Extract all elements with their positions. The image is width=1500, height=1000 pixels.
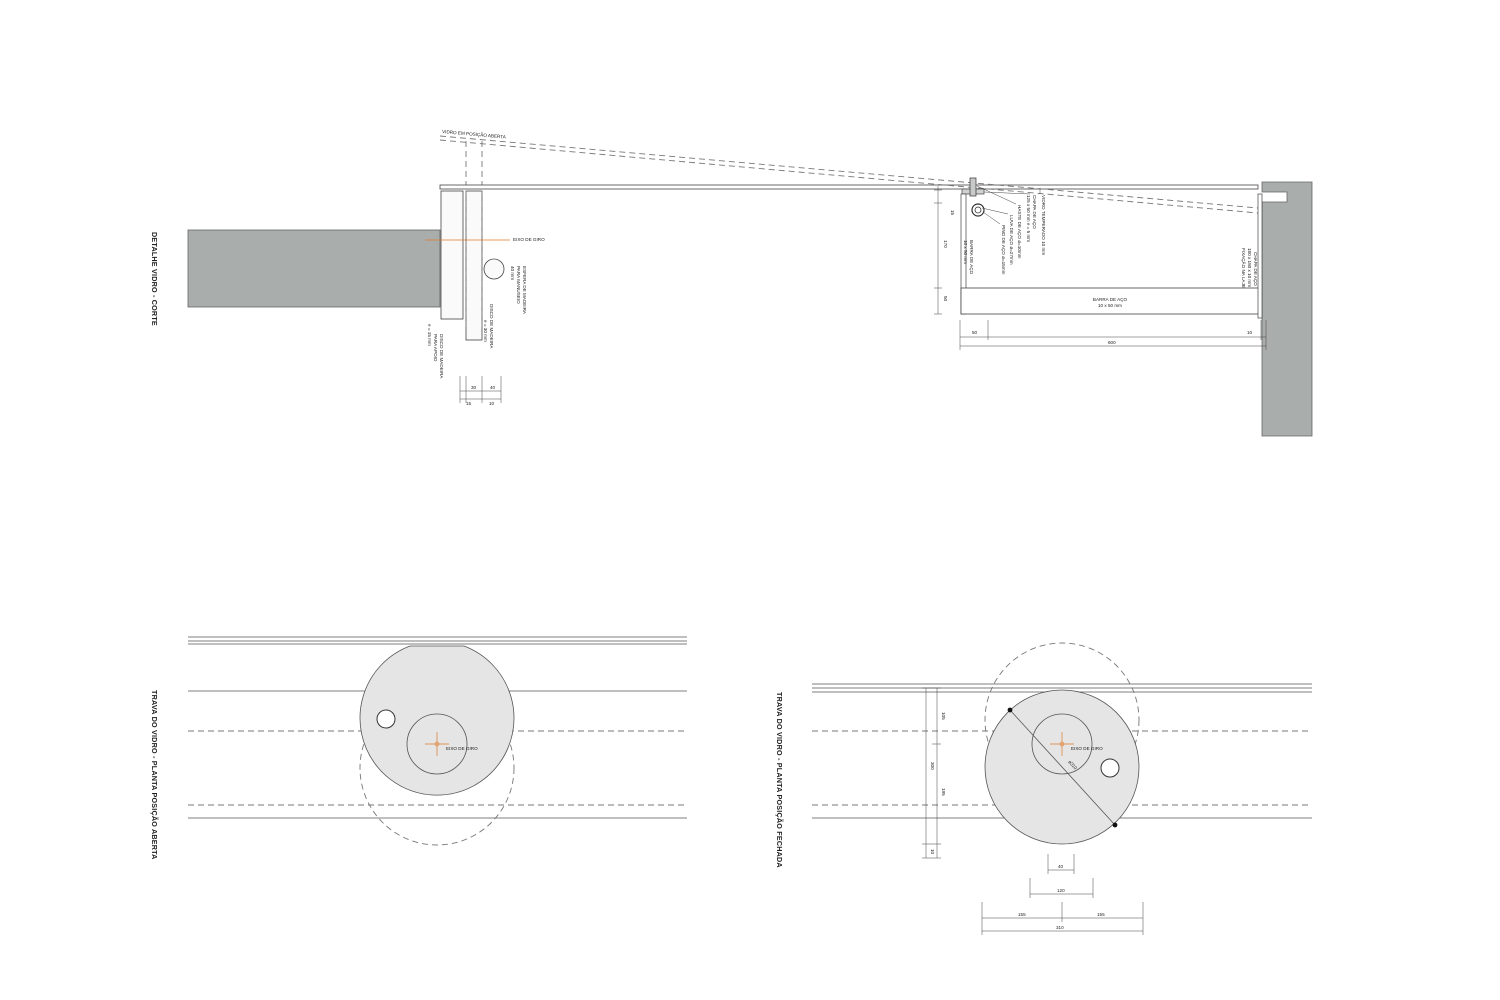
dim-w30: 30 xyxy=(471,385,477,390)
chapa-r-label-1: CHAPA DE AÇO xyxy=(1253,252,1258,286)
steel-rod xyxy=(969,177,977,197)
closed-dim-195: 195 xyxy=(941,788,946,796)
closed-dim-155a: 155 xyxy=(1018,912,1026,917)
barra-aco-v-label-1: BARRA DE AÇO xyxy=(969,240,974,275)
dim-w40: 40 xyxy=(490,385,496,390)
plan-closed-title: TRAVA DO VIDRO - PLANTA POSIÇÃO FECHADA xyxy=(775,692,784,868)
closed-dim-10: 10 xyxy=(930,849,935,855)
section-title: DETALHE VIDRO - CORTE xyxy=(150,232,159,326)
dim-170: 170 xyxy=(943,240,948,248)
open-handle-hole xyxy=(376,709,396,729)
disco30-label-1: DISCO DE MADEIRA xyxy=(489,304,494,349)
chapa-r-label-2: 180 x 180 x 10 mm xyxy=(1247,248,1252,287)
disco15-label-1: DISCO DE MADEIRA xyxy=(439,334,444,379)
leader-pino xyxy=(982,211,1001,225)
right-slab xyxy=(1261,181,1313,437)
barra-h-label-2: 10 x 50 mm xyxy=(1098,303,1122,308)
esfera-label-2: PARA MANUSEIO xyxy=(516,266,521,304)
chapa-aco-label-1: CHAPA DE AÇO xyxy=(1032,195,1037,229)
steel-sleeve xyxy=(974,206,982,214)
plan-closed-drawing: TRAVA DO VIDRO - PLANTA POSIÇÃO FECHADA … xyxy=(775,642,1312,935)
barra-h-label-1: BARRA DE AÇO xyxy=(1093,297,1128,302)
dim-w15: 15 xyxy=(466,401,472,406)
dim-50h: 50 xyxy=(972,330,978,335)
right-steel-plate xyxy=(1257,193,1263,319)
luva-aco-label: LUVA DE AÇO ø=27mm xyxy=(1009,215,1014,265)
barra-aco-v-label-2: 10 x 50 mm xyxy=(963,240,968,264)
dim-600: 600 xyxy=(1108,340,1116,345)
dim-50v: 50 xyxy=(943,296,948,302)
support-disc-15mm xyxy=(440,190,464,320)
chapa-aco-label-2: 125 x 50 mm e = 5 mm xyxy=(1026,195,1031,242)
open-axis-label: EIXO DE GIRO xyxy=(446,746,478,751)
pino-aco-label: PINO DE AÇO ø=15mm xyxy=(1001,225,1006,275)
open-axis-center xyxy=(434,741,440,747)
closed-dim-120: 120 xyxy=(1057,888,1065,893)
disco30-label-2: e = 30 mm xyxy=(483,320,488,342)
dim-15v: 15 xyxy=(950,210,955,216)
closed-dim-300: 300 xyxy=(930,762,935,770)
leader-luva xyxy=(981,207,1009,215)
wood-sphere xyxy=(483,258,505,280)
vidro-temperado-label: VIDRO TEMPERADO 10 mm xyxy=(1041,195,1046,255)
plan-open-drawing: TRAVA DO VIDRO - PLANTA POSIÇÃO ABERTA E… xyxy=(150,636,687,860)
vidro-aberto-label: VIDRO EM POSIÇÃO ABERTA xyxy=(442,128,507,140)
closed-diameter-label: ø310 xyxy=(1067,759,1078,770)
glass-open-bottom xyxy=(439,139,1259,214)
chapa-r-label-3: FIXAÇÃO NA LAJE xyxy=(1241,248,1247,288)
haste-aco-label: HASTE DE AÇO ø=10mm xyxy=(1017,205,1022,259)
closed-dim-40: 40 xyxy=(1058,864,1064,869)
closed-dim-155b: 155 xyxy=(1097,912,1105,917)
esfera-label-3: 40 mm xyxy=(510,266,515,280)
disco15-label-3: e = 15 mm xyxy=(427,324,432,346)
closed-diam-dot-1 xyxy=(1007,707,1013,713)
eixo-giro-label: EIXO DE GIRO xyxy=(513,237,545,242)
closed-dim-105: 105 xyxy=(941,712,946,720)
esfera-label-1: ESFERA DE MADEIRA xyxy=(522,266,527,315)
disco15-label-2: PARA APOIO xyxy=(433,334,438,362)
glass-open-top xyxy=(439,135,1259,209)
left-slab xyxy=(187,229,441,308)
wood-disc-30mm xyxy=(465,190,483,341)
plan-open-title: TRAVA DO VIDRO - PLANTA POSIÇÃO ABERTA xyxy=(150,690,159,860)
glass-panel-closed xyxy=(439,184,1259,190)
steel-bar-horizontal xyxy=(960,287,1262,315)
closed-handle-hole xyxy=(1100,758,1120,778)
closed-dim-310: 310 xyxy=(1056,925,1064,930)
closed-axis-label: EIXO DE GIRO xyxy=(1071,746,1103,751)
dim-10h: 10 xyxy=(1247,330,1253,335)
leader-haste xyxy=(976,185,1017,205)
closed-diameter-line xyxy=(1009,709,1116,826)
leader-chapa xyxy=(983,191,1031,195)
steel-pin xyxy=(971,203,985,217)
section-drawing: DETALHE VIDRO - CORTE EIXO DE GIRO VIDRO… xyxy=(150,128,1313,437)
closed-diam-dot-2 xyxy=(1112,822,1118,828)
dim-w10: 10 xyxy=(489,401,495,406)
closed-axis-center xyxy=(1059,741,1065,747)
